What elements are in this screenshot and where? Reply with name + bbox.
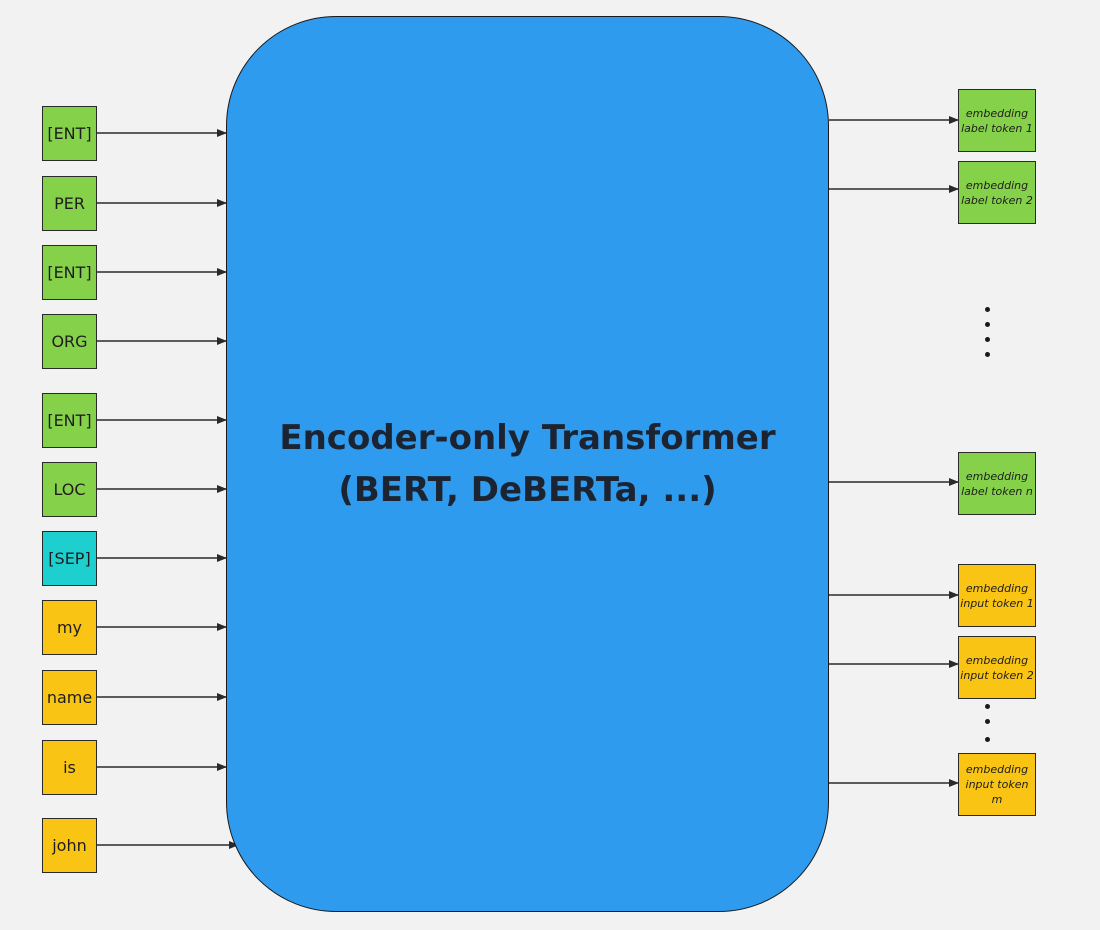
ellipsis-dot-input-2 (985, 719, 990, 724)
output-embedding-label-n: embedding label token n (958, 452, 1036, 515)
output-embedding-label-2: embedding label token 2 (958, 161, 1036, 224)
input-token-ent-1: [ENT] (42, 106, 97, 161)
ellipsis-dot-label-3 (985, 337, 990, 342)
input-token-john: john (42, 818, 97, 873)
input-token-is: is (42, 740, 97, 795)
encoder-block: Encoder-only Transformer (BERT, DeBERTa,… (226, 16, 829, 912)
output-line2: label token 1 (961, 121, 1033, 135)
input-token-loc: LOC (42, 462, 97, 517)
output-line2: input token 2 (960, 668, 1034, 682)
output-line1: embedding (965, 763, 1029, 776)
output-line2: input token m (965, 778, 1029, 806)
input-token-ent-3: [ENT] (42, 393, 97, 448)
ellipsis-dot-label-4 (985, 352, 990, 357)
output-line1: embedding (965, 106, 1029, 120)
output-line1: embedding (965, 653, 1029, 667)
output-line1: embedding (965, 469, 1029, 483)
input-token-ent-2: [ENT] (42, 245, 97, 300)
output-line2: input token 1 (960, 596, 1034, 610)
input-token-per: PER (42, 176, 97, 231)
output-line2: label token n (961, 484, 1033, 498)
output-embedding-input-2: embedding input token 2 (958, 636, 1036, 699)
input-token-sep: [SEP] (42, 531, 97, 586)
ellipsis-dot-input-3 (985, 737, 990, 742)
ellipsis-dot-input-1 (985, 704, 990, 709)
input-token-org: ORG (42, 314, 97, 369)
input-token-name: name (42, 670, 97, 725)
output-embedding-input-m: embedding input token m (958, 753, 1036, 816)
output-line1: embedding (965, 178, 1029, 192)
output-line1: embedding (965, 581, 1029, 595)
output-embedding-input-1: embedding input token 1 (958, 564, 1036, 627)
encoder-title: Encoder-only Transformer (279, 418, 776, 458)
encoder-subtitle: (BERT, DeBERTa, ...) (338, 470, 717, 510)
input-token-my: my (42, 600, 97, 655)
ellipsis-dot-label-2 (985, 322, 990, 327)
ellipsis-dot-label-1 (985, 307, 990, 312)
output-embedding-label-1: embedding label token 1 (958, 89, 1036, 152)
output-line2: label token 2 (961, 193, 1033, 207)
